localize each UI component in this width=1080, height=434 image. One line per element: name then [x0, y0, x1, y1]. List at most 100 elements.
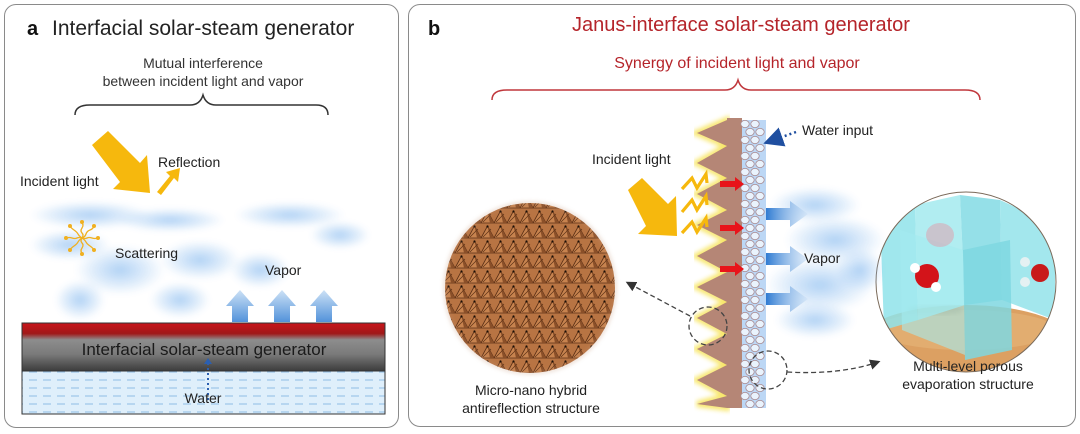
pore-cell [750, 247, 760, 256]
pore-cell [745, 367, 755, 376]
panel-b-title: Janus-interface solar-steam generator [572, 14, 910, 36]
pore-cell [750, 199, 760, 208]
pore-cell [750, 311, 760, 320]
pore-cell [745, 287, 755, 296]
pore-cell [755, 287, 765, 296]
pore-cell [750, 343, 760, 352]
panel-a-letter: a [27, 18, 39, 40]
scattering-icon [64, 220, 100, 256]
label-right-inset-line2: evaporation structure [902, 376, 1034, 392]
reflection-arrow [157, 168, 180, 195]
label-left-inset-line1: Micro-nano hybrid [474, 382, 588, 398]
pore-cell [755, 223, 765, 232]
pore-cell [745, 271, 755, 280]
pore-cell [740, 167, 750, 176]
pore-cell [755, 367, 765, 376]
pore-cell [745, 207, 755, 216]
pore-cell [750, 215, 760, 224]
vapor-side-arrow [766, 286, 808, 312]
pore-cell [745, 159, 755, 168]
pore-cell [745, 143, 755, 152]
pore-cell [755, 255, 765, 264]
vapor-side-arrow [766, 201, 808, 227]
panel-b-subtitle: Synergy of incident light and vapor [614, 55, 860, 72]
label-water: Water [184, 390, 222, 406]
pore-cell [755, 159, 765, 168]
pore-cell [740, 231, 750, 240]
vapor-up-arrow [268, 290, 296, 322]
pore-cell [750, 135, 760, 144]
label-vapor-b: Vapor [804, 250, 841, 266]
label-right-inset-line1: Multi-level porous [913, 358, 1023, 374]
janus-backbone [727, 118, 742, 408]
pore-cell [755, 207, 765, 216]
pore-cell [740, 327, 750, 336]
pore-cell [750, 183, 760, 192]
trapped-light-zigzags [680, 169, 709, 236]
vapor-arrows-panel-b [766, 201, 808, 312]
pore-cell [755, 239, 765, 248]
pore-cell [740, 247, 750, 256]
pore-cell [740, 295, 750, 304]
pore-cell [745, 399, 755, 408]
pore-cell [750, 120, 760, 129]
pore-cell [755, 271, 765, 280]
pore-cell [740, 135, 750, 144]
label-generator: Interfacial solar-steam generator [81, 340, 327, 359]
pore-cell [740, 183, 750, 192]
pore-cell [750, 279, 760, 288]
pore-cell [740, 391, 750, 400]
pore-cell [745, 383, 755, 392]
pore-cell [740, 279, 750, 288]
panel-a-subtitle-line1: Mutual interference [143, 55, 263, 71]
label-incident-light-b: Incident light [592, 151, 671, 167]
pore-cell [750, 151, 760, 160]
pore-cell [740, 120, 750, 129]
pore-cell [745, 223, 755, 232]
callout-circle-pores [748, 350, 788, 390]
generator-layer [21, 322, 386, 372]
pore-cell [755, 191, 765, 200]
label-reflection: Reflection [158, 154, 221, 170]
pore-cell [755, 335, 765, 344]
panel-a-title: Interfacial solar-steam generator [52, 17, 355, 40]
label-vapor-a: Vapor [265, 262, 302, 278]
callout-line-left [625, 281, 691, 317]
callout-circle-teeth [688, 306, 728, 346]
brace-panel-b [491, 77, 981, 101]
pore-cell [755, 399, 765, 408]
incident-light-arrow-panel-a [92, 131, 150, 193]
vapor-up-arrow [310, 290, 338, 322]
pore-cell [755, 175, 765, 184]
pore-cell [740, 311, 750, 320]
pore-cell [745, 239, 755, 248]
pore-cell [745, 191, 755, 200]
callout-line-right [786, 359, 881, 374]
panel-b-letter: b [428, 18, 441, 40]
incident-light-arrow-panel-b [628, 178, 677, 236]
janus-antireflection-teeth [689, 115, 736, 412]
pore-cell [745, 335, 755, 344]
pore-cell [755, 319, 765, 328]
vapor-arrows-panel-a [226, 290, 338, 322]
panel-b-janus-generator [408, 4, 1076, 427]
pore-cell [740, 343, 750, 352]
vapor-up-arrow [226, 290, 254, 322]
pore-cell [745, 175, 755, 184]
pore-cell [755, 143, 765, 152]
antireflection-inset [445, 203, 615, 373]
pore-cell [750, 295, 760, 304]
pore-cell [750, 391, 760, 400]
label-water-input: Water input [802, 122, 874, 138]
pore-cell [755, 303, 765, 312]
pore-cell [740, 199, 750, 208]
label-incident-light-a: Incident light [20, 173, 99, 189]
pore-cell [750, 359, 760, 368]
brace-panel-a [74, 92, 329, 116]
heat-transfer-arrows [720, 177, 744, 276]
pore-cell [745, 127, 755, 136]
pore-cell [745, 255, 755, 264]
pore-cell [745, 319, 755, 328]
pore-cell [740, 359, 750, 368]
